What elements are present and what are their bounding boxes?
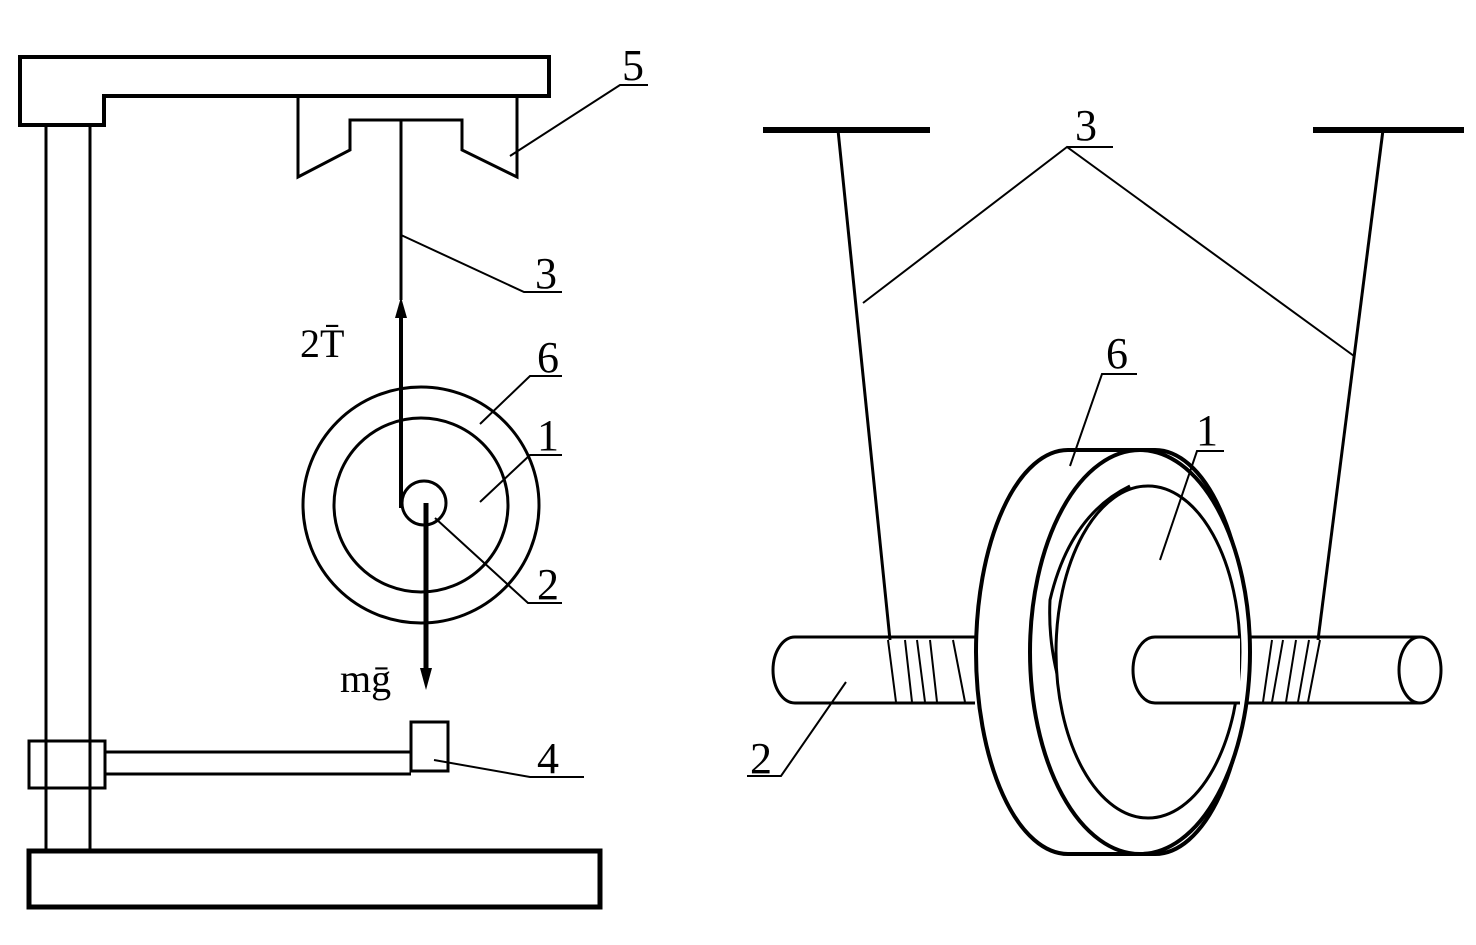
label-axle-right: 2	[750, 734, 772, 783]
stopper-block	[409, 720, 450, 773]
leader-1-right	[1159, 450, 1224, 561]
label-axle: 2	[537, 560, 559, 609]
axle-left	[771, 635, 975, 705]
leader-6	[479, 375, 562, 425]
thread-left	[836, 129, 892, 641]
leader-6-right	[1069, 373, 1137, 467]
stopper-arm	[105, 750, 411, 776]
label-disk-right: 1	[1196, 406, 1218, 455]
tension-arrowhead	[395, 297, 407, 318]
axle-right-end	[1397, 635, 1443, 705]
label-ring: 6	[537, 333, 559, 382]
left-view: 5 3 6 1 2 4 2T̄ mḡ	[18, 41, 648, 910]
winding-left	[887, 639, 966, 703]
label-threads-right: 3	[1075, 101, 1097, 150]
stand-pole	[44, 125, 92, 851]
label-stopper: 4	[537, 734, 559, 783]
label-ring-right: 6	[1106, 329, 1128, 378]
ring-outer	[301, 385, 541, 625]
label-thread: 3	[535, 249, 557, 298]
stand-top-bar	[18, 55, 551, 127]
leader-3	[400, 234, 562, 293]
force-tension-label: 2T̄	[300, 321, 344, 366]
gravity-arrowhead	[420, 668, 432, 690]
winding-right	[1262, 639, 1321, 703]
suspension-bracket	[296, 96, 519, 180]
label-disk: 1	[537, 411, 559, 460]
leader-3-right	[862, 145, 1355, 357]
axle-front	[1131, 635, 1240, 705]
leader-4	[433, 759, 584, 778]
clamp	[27, 739, 107, 790]
force-gravity-label: mḡ	[340, 656, 391, 701]
thread-right	[1316, 129, 1385, 641]
leader-2-right	[747, 681, 847, 777]
stand-base	[26, 848, 603, 910]
leader-1	[479, 454, 562, 503]
disk-edge	[332, 416, 510, 594]
leader-2	[434, 517, 562, 604]
label-stand-top: 5	[622, 41, 644, 90]
leader-5	[509, 84, 648, 157]
right-view: 3 6 1 2	[747, 101, 1464, 856]
